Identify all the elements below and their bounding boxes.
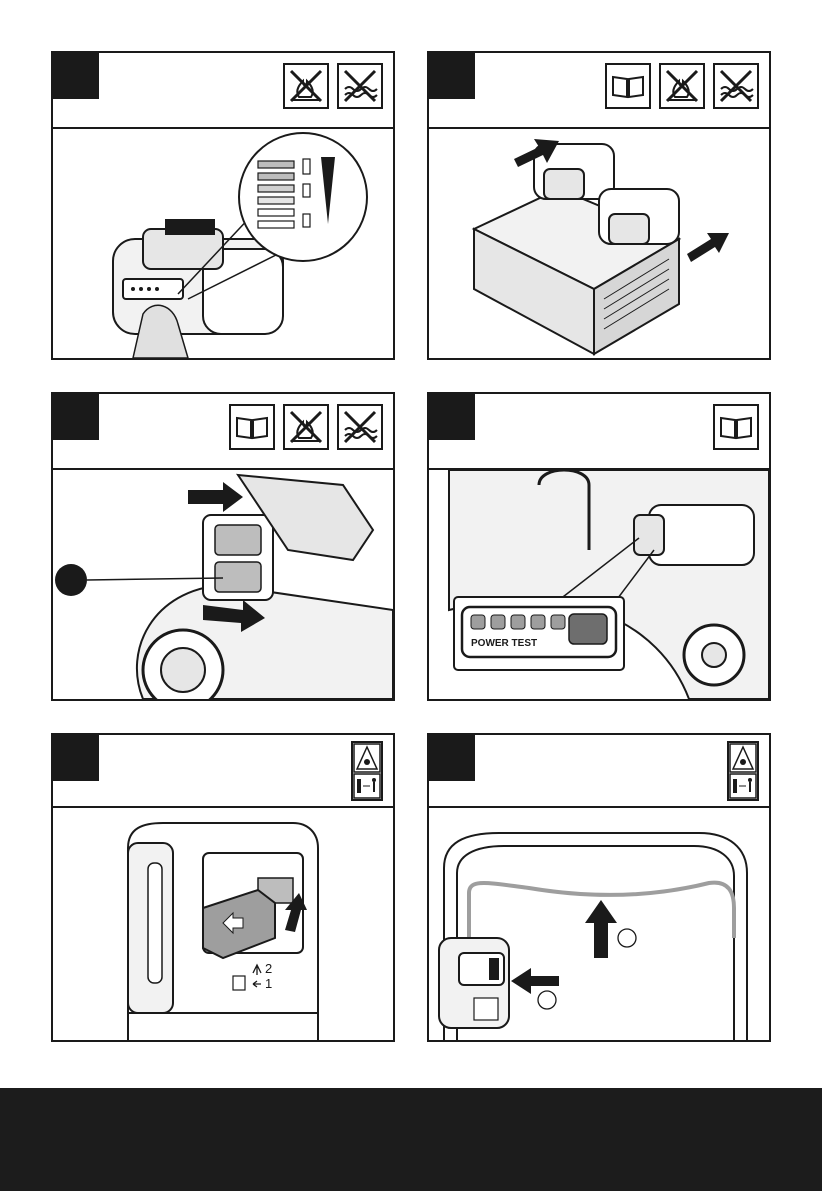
panel-header [429, 53, 769, 129]
power-test-label: POWER TEST [471, 638, 537, 649]
blade-hazard-icon [727, 741, 759, 801]
panel-header [429, 394, 769, 470]
manual-book-icon [605, 63, 651, 109]
no-fire-icon [659, 63, 705, 109]
step-panel-4: POWER TEST [427, 392, 771, 701]
no-fire-icon [283, 63, 329, 109]
footer-bar [0, 1088, 822, 1191]
battery-insert-illustration [53, 470, 393, 699]
step-number [53, 735, 99, 781]
panel-header [53, 735, 393, 808]
warning-icons [351, 741, 383, 801]
warning-icons [713, 404, 759, 450]
manual-book-icon [229, 404, 275, 450]
safety-key-illustration: 2 1 [53, 808, 393, 1040]
panel-header [429, 735, 769, 808]
charger-illustration [429, 129, 769, 358]
warning-icons [283, 63, 383, 109]
battery-check-illustration [53, 129, 393, 358]
power-test-illustration: POWER TEST [429, 470, 769, 699]
step-panel-3 [51, 392, 395, 701]
step-number [429, 735, 475, 781]
step-number [429, 394, 475, 440]
warning-icons [727, 741, 759, 801]
warning-icons [605, 63, 759, 109]
panel-header [53, 394, 393, 470]
latch-step-1: 1 [265, 976, 272, 991]
step-panel-2 [427, 51, 771, 360]
blade-hazard-icon [351, 741, 383, 801]
step-number [53, 394, 99, 440]
no-fire-icon [283, 404, 329, 450]
no-water-icon [713, 63, 759, 109]
no-water-icon [337, 63, 383, 109]
panel-header [53, 53, 393, 129]
step-number [429, 53, 475, 99]
warning-icons [229, 404, 383, 450]
manual-book-icon [713, 404, 759, 450]
handle-start-illustration [429, 808, 769, 1040]
step-panel-1 [51, 51, 395, 360]
step-panel-5: 2 1 [51, 733, 395, 1042]
step-panel-6 [427, 733, 771, 1042]
step-number [53, 53, 99, 99]
no-water-icon [337, 404, 383, 450]
latch-step-2: 2 [265, 961, 272, 976]
